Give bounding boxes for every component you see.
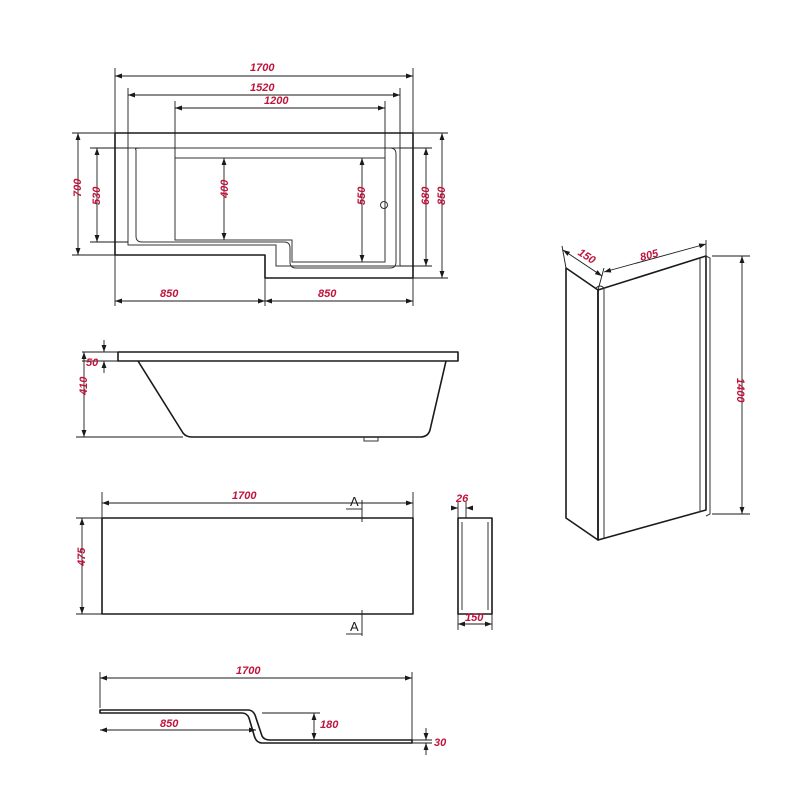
dim-label-50: 50 [86, 357, 99, 369]
plan-bath-basin [135, 147, 397, 269]
side-waste-trap [363, 437, 379, 442]
dim-label-30: 30 [434, 737, 447, 749]
side-view: 50 410 [76, 340, 459, 442]
dim-label-850-right: 850 [436, 186, 448, 205]
dim-label-150-section: 150 [465, 612, 484, 624]
dim-label-26: 26 [455, 493, 469, 505]
dim-label-850-top: 850 [160, 718, 179, 730]
panel-section-view: 26 150 [451, 493, 493, 630]
dim-label-1700-top: 1700 [236, 665, 261, 677]
dim-label-530: 530 [91, 186, 103, 205]
front-panel-view: 1700 475 A A [76, 490, 414, 636]
dim-label-150-screen: 150 [575, 247, 598, 268]
screen-hinge [595, 285, 605, 538]
top-panel-view: 1700 850 180 30 [99, 665, 447, 755]
dim-label-850-left-half: 850 [160, 288, 179, 300]
screen-return-panel [565, 267, 599, 541]
dim-label-850-right-half: 850 [318, 288, 337, 300]
dim-label-1700-panel: 1700 [232, 490, 257, 502]
panel-section-shape [457, 517, 493, 615]
section-marker-bottom: A [350, 619, 359, 634]
plan-basin-step [174, 157, 386, 263]
side-bath-body [137, 360, 447, 438]
section-marker-top: A [350, 494, 359, 509]
top-panel-shape [99, 709, 413, 744]
dim-label-680: 680 [420, 186, 432, 205]
dim-label-180: 180 [320, 719, 339, 731]
dim-label-805: 805 [639, 247, 661, 264]
side-rim [117, 351, 459, 362]
dim-label-410: 410 [78, 376, 90, 396]
dim-label-550: 550 [356, 186, 368, 205]
shower-screen-view: 150 805 1400 [561, 240, 750, 541]
dim-label-700: 700 [72, 178, 84, 197]
screen-main-panel [597, 255, 707, 541]
dim-label-1400: 1400 [734, 378, 746, 403]
screen-seal [699, 255, 711, 517]
dim-label-475: 475 [76, 547, 88, 567]
plan-bath-outline [114, 132, 414, 279]
dim-label-400: 400 [219, 179, 231, 199]
front-panel [101, 517, 414, 615]
dim-label-1520: 1520 [250, 82, 275, 94]
dim-label-1700: 1700 [250, 62, 275, 74]
plan-waste-outlet [380, 201, 388, 209]
plan-view: 1700 1520 1200 700 530 400 550 680 850 8 [72, 62, 448, 306]
dim-line-150-screen [562, 249, 603, 277]
dim-line-805 [603, 243, 707, 273]
dim-label-1200: 1200 [264, 95, 289, 107]
plan-bath-inner-rim [127, 147, 401, 267]
